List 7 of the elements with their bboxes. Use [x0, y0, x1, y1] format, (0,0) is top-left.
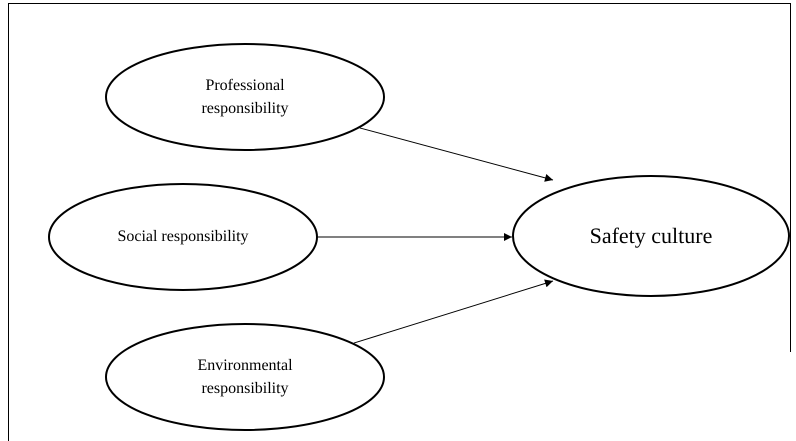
arrow	[359, 127, 554, 182]
node-label: Professional responsibility	[200, 76, 290, 119]
arrow	[353, 280, 554, 344]
node-label: Social responsibility	[117, 227, 249, 248]
arrow	[318, 233, 512, 241]
node-label: Safety culture	[590, 222, 712, 250]
node-label: Environmental responsibility	[196, 356, 294, 399]
